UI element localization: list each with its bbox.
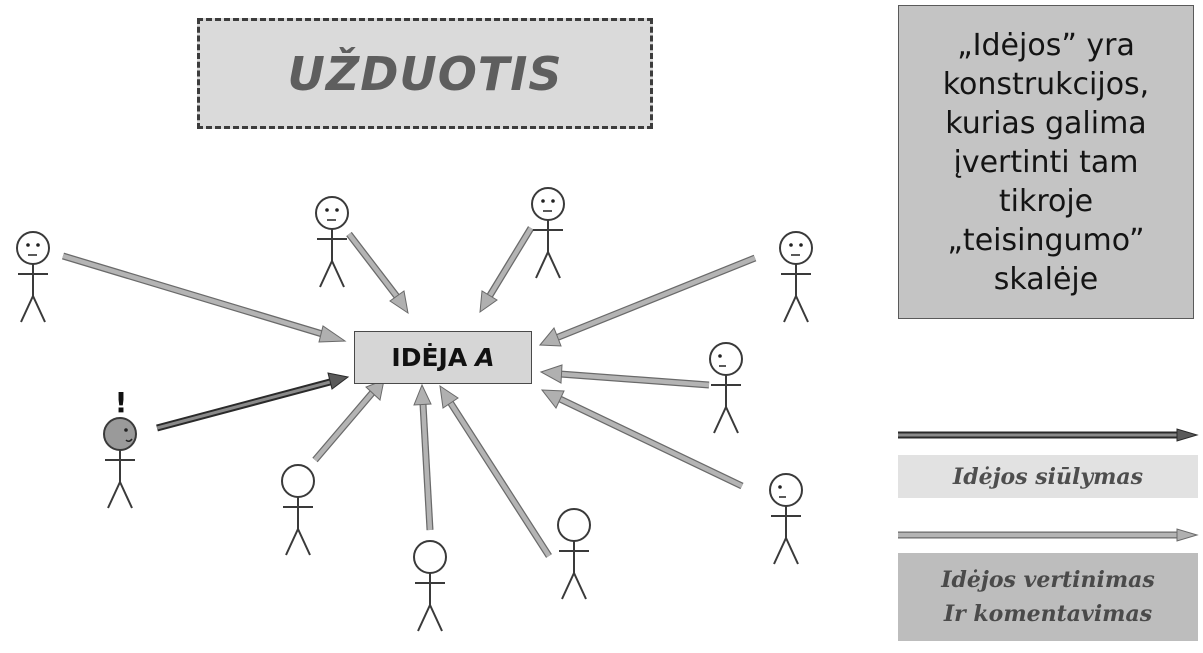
exclamation-mark: ! bbox=[115, 386, 128, 419]
legend-proposal-label: Idėjos siūlymas bbox=[898, 455, 1198, 498]
evaluation-arrow bbox=[347, 232, 400, 300]
evaluation-arrow bbox=[487, 226, 533, 299]
evaluation-arrowhead bbox=[539, 364, 563, 384]
person-top-center bbox=[531, 187, 565, 279]
person-bottom-1 bbox=[281, 464, 315, 556]
legend-proposal-text: Idėjos siūlymas bbox=[952, 463, 1144, 490]
legend-evaluation-label: Idėjos vertinimas Ir komentavimas bbox=[898, 553, 1198, 641]
task-title: UŽDUOTIS bbox=[287, 46, 563, 101]
legend-evaluation-line2: Ir komentavimas bbox=[943, 601, 1153, 627]
legend-evaluation-arrow bbox=[898, 528, 1199, 542]
person-left bbox=[16, 231, 50, 323]
definition-note-text: „Idėjos” yra konstrukcijos, kurias galim… bbox=[942, 27, 1150, 297]
evaluation-arrowhead bbox=[540, 389, 565, 409]
task-title-box: UŽDUOTIS bbox=[197, 18, 653, 129]
person-top-left bbox=[315, 196, 349, 288]
idea-letter: A bbox=[475, 343, 495, 372]
evaluation-arrowhead bbox=[389, 290, 409, 315]
proposal-arrow-group bbox=[156, 372, 350, 432]
evaluation-arrow bbox=[555, 255, 756, 341]
person-top-right bbox=[779, 231, 813, 323]
evaluation-arrowhead bbox=[538, 327, 562, 347]
evaluation-arrowhead bbox=[479, 290, 498, 314]
evaluation-arrowhead bbox=[413, 383, 432, 406]
evaluation-arrow bbox=[420, 403, 433, 531]
person-bottom-2 bbox=[413, 540, 447, 632]
evaluation-arrow bbox=[559, 396, 743, 489]
evaluation-arrow bbox=[62, 253, 330, 339]
legend-proposal-arrow bbox=[898, 428, 1199, 442]
proposal-arrow bbox=[156, 380, 331, 430]
person-bottom-right bbox=[769, 473, 803, 565]
idea-label: IDĖJA bbox=[391, 343, 468, 372]
person-proposer bbox=[103, 417, 137, 509]
idea-box: IDĖJA A bbox=[354, 331, 532, 384]
person-right bbox=[709, 342, 743, 434]
evaluation-arrow bbox=[313, 390, 375, 462]
evaluation-arrowhead bbox=[439, 384, 459, 409]
definition-note-box: „Idėjos” yra konstrukcijos, kurias galim… bbox=[898, 5, 1194, 319]
legend-evaluation-line1: Idėjos vertinimas bbox=[941, 567, 1155, 593]
proposal-arrowhead bbox=[327, 372, 350, 390]
evaluation-arrows bbox=[61, 226, 757, 558]
evaluation-arrow bbox=[559, 371, 710, 388]
evaluation-arrowhead bbox=[318, 325, 347, 343]
evaluation-arrow bbox=[448, 400, 551, 558]
person-bottom-3 bbox=[557, 508, 591, 600]
